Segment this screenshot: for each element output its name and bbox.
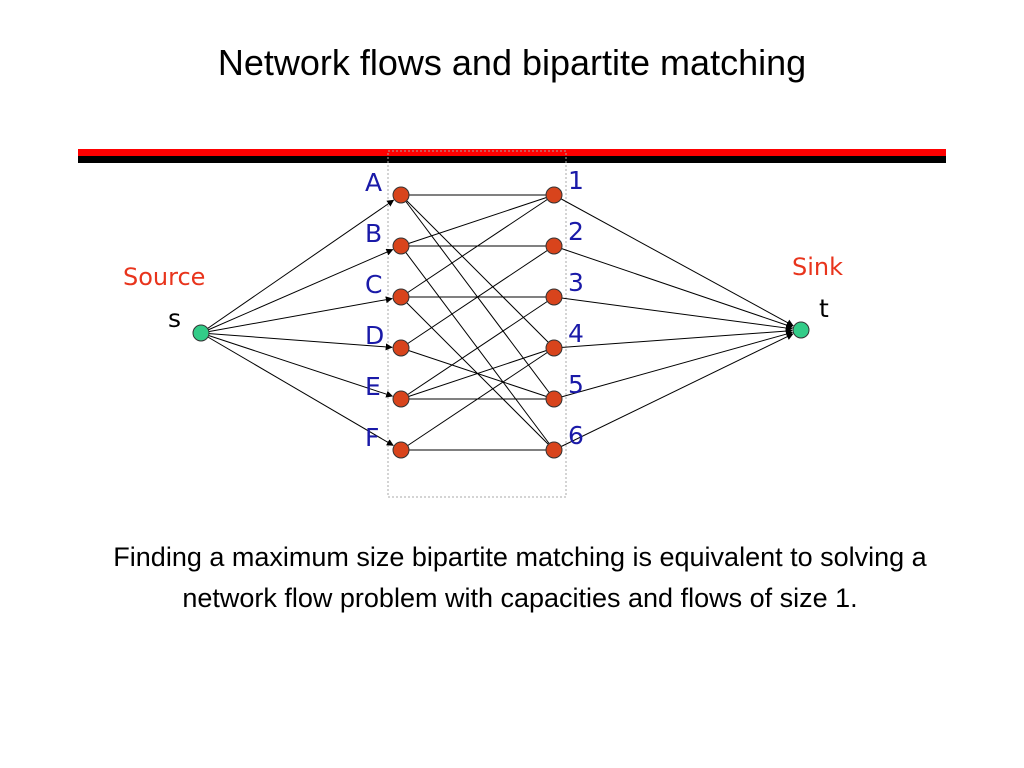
edge-5-sink [553,330,794,400]
edge-1-sink [553,194,794,327]
edge-source-d [200,332,393,351]
left-node-f [392,441,410,459]
right-node-6 [545,441,563,459]
edge-e-4 [400,347,555,400]
left-node-label-f: F [365,423,379,452]
right-node-4 [545,339,563,357]
edge-3-sink [553,296,793,332]
right-node-label-1: 1 [568,166,584,195]
edge-source-e [200,332,394,398]
right-node-label-6: 6 [568,421,584,450]
edge-c-1 [400,194,555,298]
left-node-e [392,390,410,408]
sink-node [792,321,810,339]
right-node-label-3: 3 [568,268,584,297]
right-node-1 [545,186,563,204]
edge-source-f [200,332,394,446]
left-node-a [392,186,410,204]
left-node-label-c: C [365,270,382,299]
title-rule-red [78,149,946,156]
nodes-layer [192,186,810,459]
sink-symbol: t [819,294,829,323]
title-rule-black [78,156,946,163]
left-node-label-d: D [365,321,384,350]
edge-b-1 [400,194,555,247]
bipartite-frame [387,150,567,498]
edge-source-a [200,199,395,334]
source-node [192,324,210,342]
edge-d-2 [400,245,555,349]
right-node-label-5: 5 [568,370,584,399]
slide-title: Network flows and bipartite matching [217,42,807,83]
right-node-2 [545,237,563,255]
edge-e-3 [400,296,555,400]
left-node-label-b: B [365,219,382,248]
edge-source-c [200,296,393,334]
left-node-c [392,288,410,306]
caption: Finding a maximum size bipartite matchin… [113,542,927,613]
right-node-label-2: 2 [568,217,584,246]
source-label: Source [123,263,205,291]
left-node-label-a: A [365,168,382,197]
edge-4-sink [553,327,793,349]
left-node-label-e: E [365,372,381,401]
sink-label: Sink [792,253,843,281]
source-symbol: s [168,304,181,333]
left-node-b [392,237,410,255]
right-node-label-4: 4 [568,319,584,348]
right-node-5 [545,390,563,408]
left-node-d [392,339,410,357]
edge-source-b [200,248,394,334]
edge-a-4 [400,194,555,349]
edges-layer [200,194,794,451]
right-node-3 [545,288,563,306]
edge-2-sink [553,245,794,329]
edge-f-4 [400,347,555,451]
edge-6-sink [553,333,794,451]
